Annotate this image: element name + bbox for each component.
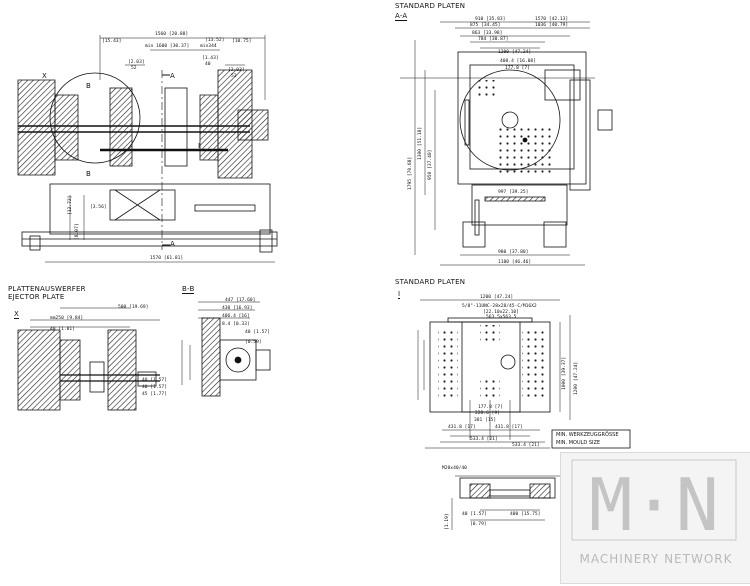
dim-aa-bottom-2: 980 [37.80] [498,250,529,255]
mn-logo-icon: M·N [571,459,737,547]
dim-platen-top-4: 563.5x563.5 [486,315,517,320]
dim-mount-5: [1.19] [445,513,450,530]
dim-bb-5: 40 [1.57] [245,330,270,335]
watermark-company-name: MACHINERY NETWORK [579,552,733,566]
platen-view [417,299,631,449]
note-mold-size-de: MIN. WERKZEUGGRÖSSE [556,432,619,438]
dim-aa-top-7: 1200 [47.24] [498,50,532,55]
dim-platen-center-2: 228.6 [9] [475,411,500,416]
dim-platen-top-2: 5/8"-11UNC-28x28/45-C/M16X2 [462,304,537,309]
marker-b-bottom: B [86,170,92,178]
dim-mount-2: 40 [1.57] [462,512,487,517]
section-aa-view [400,21,613,266]
dim-aa-bottom-3: 1180 [46.46] [498,260,532,265]
dim-aa-left-1: 1795 [70.68] [408,156,413,190]
title-plattenauswerfer: PLATTENAUSWERFER [8,285,86,293]
dim-platen-bottom-4: 533.4 [21] [512,443,540,448]
title-section-aa: A-A [395,12,408,21]
dim-side-left-1: [8.07] [75,223,80,240]
dim-aa-top-3: 875 [34.45] [470,23,501,28]
mold-mount-detail [451,475,560,530]
dim-ejector-6: 45 [1.77] [142,392,167,397]
dim-ejector-5: 40 [1.57] [142,385,167,390]
section-bb-view [181,301,271,397]
dim-side-top-3: [10.75] [232,39,252,44]
dim-side-left-2: [12.72] [68,195,73,215]
dim-aa-top-2: 910 [35.83] [475,17,506,22]
dim-side-top-2: [15.43] [102,39,122,44]
dim-mount-3: 400 [15.75] [510,512,541,517]
dim-side-top-5: min344 [200,44,217,49]
title-standard-platen-aa: STANDARD PLATEN [395,2,466,10]
dim-platen-top-3: [22.10x22.10] [483,310,519,315]
dim-platen-bottom-3: 431.8 [17] [495,425,523,430]
marker-a-top: A [170,72,175,80]
dim-side-top-1: 1560 [20.88] [155,32,189,37]
dim-platen-bottom-2: 533.4 [21] [470,437,498,442]
dim-platen-bottom-1: 431.8 [17] [448,425,476,430]
dim-side-top-10: 52 [231,74,237,79]
dim-aa-top-4: 1036 [40.79] [535,23,569,28]
title-standard-platen-i: STANDARD PLATEN [395,278,466,286]
dim-bb-6: [0.59] [245,340,262,345]
dim-aa-bottom-1: 997 [39.25] [498,190,529,195]
marker-i: I [198,142,201,150]
dim-bb-4: 8.4 [0.33] [222,322,250,327]
dim-side-bottom-2: [3.56] [90,205,107,210]
dim-side-top-6: [13.52] [205,38,225,43]
dim-bb-2: 430 [16.93] [222,306,253,311]
title-view-i: I [398,290,401,299]
side-view [17,35,278,263]
dim-platen-center-3: 381 [15] [474,418,497,423]
marker-a-bottom: A [170,240,175,248]
marker-x: X [42,72,47,80]
dim-mount-1: M20x40/40 [442,466,467,471]
dim-aa-top-6: 784 [30.87] [478,37,509,42]
dim-bb-1: 447 [17.60] [225,298,256,303]
dim-ejector-2: mm250 [9.84] [50,316,84,321]
dim-aa-left-2: 1300 [51.18] [418,126,423,160]
title-ejector-plate: EJECTOR PLATE [8,293,65,301]
dim-aa-top-5: 863 [33.98] [472,31,503,36]
dim-ejector-4: 40 [1.57] [142,378,167,383]
dim-side-top-11: [1.43] [202,56,219,61]
dim-aa-top-1: 1570 [42.13] [535,17,569,22]
watermark-panel [560,452,750,584]
dim-side-top-7: [2.03] [128,60,145,65]
dim-platen-center-1: 177.8 [7] [478,405,503,410]
svg-text:M·N: M·N [589,463,719,547]
note-mold-size-en: MIN. MOULD SIZE [556,440,601,446]
dim-platen-right-2: 1000 [39.37] [562,356,567,390]
dim-aa-left-3: 950 [37.40] [428,149,433,180]
dim-side-top-12: 40 [205,62,211,67]
title-section-bb: B-B [182,285,195,294]
dim-ejector-3: 40 [1.81] [50,327,75,332]
marker-b-top: B [86,82,92,90]
dim-platen-top-1: 1200 [47.24] [480,295,514,300]
dim-aa-top-8: 408.4 [16.08] [500,59,536,64]
dim-platen-right-1: 1200 [47.24] [574,361,579,395]
dim-mount-4: [0.79] [470,522,487,527]
dim-side-top-4: min 1600 [30.37] [145,44,190,49]
dim-side-top-8: 52 [131,66,137,71]
dim-side-top-9: [2.03] [228,68,245,73]
machinery-network-watermark: M·N MACHINERY NETWORK [560,452,750,584]
title-detail-x: X [14,310,19,319]
dim-aa-top-9: 177.8 [7] [505,66,530,71]
dim-side-bottom-1: 1570 [61.81] [150,256,184,261]
dim-bb-3: 406.4 [16] [222,314,250,319]
dim-ejector-1: 500 [19.69] [118,305,149,310]
ejector-detail [17,307,160,411]
